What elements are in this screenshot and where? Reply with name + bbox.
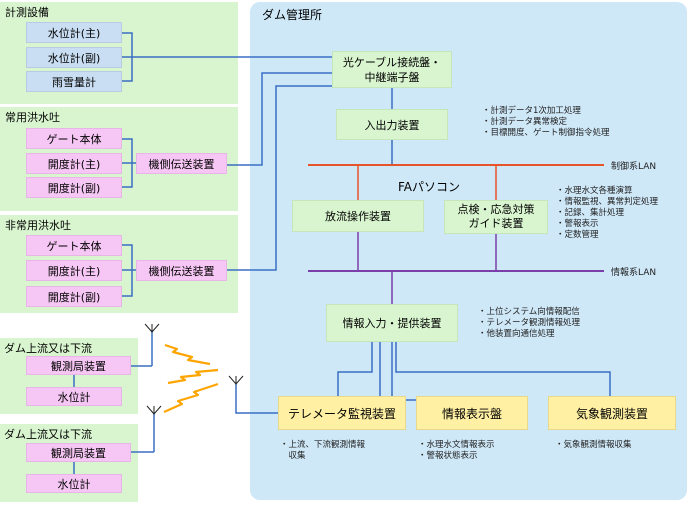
info-notes: ・上位システム向情報配信 ・テレメータ観測情報処理 ・他装置向通信処理 [478, 307, 580, 340]
display-panel: 情報表示盤 [416, 396, 528, 430]
fiber-panel-line2: 中継端子盤 [364, 70, 420, 84]
upstream2-station: 観測局装置 [26, 443, 131, 462]
fa-note-1: ・水理水文各種演算 [556, 186, 633, 196]
io-device: 入出力装置 [336, 109, 448, 140]
group-upstream2-title: ダム上流又は下流 [4, 428, 92, 441]
hijoyo-bracket-line [122, 244, 136, 297]
discharge-device: 放流操作装置 [292, 200, 424, 232]
antenna-icon [228, 375, 244, 385]
fa-note-2: ・情報監視、異常判定処理 [556, 197, 659, 207]
info-note-2: ・テレメータ観測情報処理 [478, 318, 581, 328]
telemeter-note-1: ・上流、下流観測情報 [280, 440, 366, 450]
group-keisoku-title: 計測設備 [5, 6, 49, 19]
io-notes: ・計測データ1次加工処理 ・計測データ異常検定 ・目標開度、ゲート制御指令処理 [482, 106, 610, 139]
fa-note-5: ・定数管理 [556, 230, 599, 240]
upstream2-gauge: 水位計 [26, 474, 122, 493]
fiber-panel: 光ケーブル接続盤・ 中継端子盤 [332, 51, 452, 88]
weather-notes: ・気象観測情報収集 [555, 440, 632, 451]
antenna-to-telemeter-line [235, 384, 278, 414]
group-upstream1-title: ダム上流又は下流 [4, 342, 92, 355]
joyo-device: 機側伝送装置 [136, 153, 227, 174]
keisoku-item-3: 雨雪量計 [26, 71, 122, 92]
joyo-bracket-line [122, 138, 136, 188]
hijoyo-item-3: 開度計(副) [26, 286, 122, 307]
radio-wave-icon [167, 368, 219, 385]
upstream1-gauge: 水位計 [26, 387, 122, 406]
upstream1-station: 観測局装置 [26, 356, 131, 375]
info-io-device: 情報入力・提供装置 [326, 304, 458, 342]
weather-device: 気象観測装置 [548, 396, 676, 430]
info-note-1: ・上位システム向情報配信 [478, 307, 580, 317]
joyo-item-3: 開度計(副) [26, 177, 122, 198]
inspection-line2: ガイド装置 [468, 217, 524, 230]
inspection-line1: 点検・応急対策 [457, 203, 535, 216]
fa-note-4: ・警報表示 [556, 219, 599, 229]
keisoku-bracket-line [122, 32, 133, 82]
inspection-device: 点検・応急対策 ガイド装置 [444, 200, 548, 234]
fa-notes: ・水理水文各種演算 ・情報監視、異常判定処理 ・記録、集計処理 ・警報表示 ・定… [556, 186, 658, 241]
radio-wave-icon [163, 382, 219, 414]
display-note-1: ・水理水文情報表示 [418, 440, 495, 450]
telemeter-notes: ・上流、下流観測情報 収集 [280, 440, 365, 462]
telemeter-note-2: 収集 [280, 451, 306, 461]
infoio-to-weather-line [395, 342, 611, 396]
hijoyo-item-2: 開度計(主) [26, 260, 122, 281]
infoio-display-link [391, 342, 458, 401]
keisoku-item-1: 水位計(主) [26, 22, 122, 43]
info-note-3: ・他装置向通信処理 [478, 329, 555, 339]
joyo-to-fiber-line [227, 72, 332, 166]
hijoyo-to-fiber-line [227, 85, 332, 271]
keisoku-item-2: 水位計(副) [26, 47, 122, 68]
hijoyo-device: 機側伝送装置 [136, 260, 227, 281]
io-note-2: ・計測データ異常検定 [482, 117, 568, 127]
infoio-to-telemeter-line [337, 342, 373, 396]
weather-note-1: ・気象観測情報収集 [555, 440, 632, 450]
joyo-item-1: ゲート本体 [26, 128, 122, 149]
info-lan-label: 情報系LAN [611, 268, 657, 278]
antenna-icon [146, 405, 162, 415]
joyo-item-2: 開度計(主) [26, 153, 122, 174]
fa-pc-label: FAパソコン [398, 180, 461, 194]
display-note-2: ・警報状態表示 [418, 451, 478, 461]
telemeter-device: テレメータ監視装置 [278, 396, 406, 430]
display-notes: ・水理水文情報表示 ・警報状態表示 [418, 440, 495, 462]
fa-note-3: ・記録、集計処理 [556, 208, 625, 218]
control-lan-label: 制御系LAN [611, 162, 657, 172]
radio-wave-icon [164, 343, 211, 366]
fiber-panel-line1: 光ケーブル接続盤・ [342, 55, 442, 69]
dam-office-title: ダム管理所 [262, 8, 323, 22]
io-note-1: ・計測データ1次加工処理 [482, 106, 581, 116]
group-joyo-title: 常用洪水吐 [5, 111, 60, 124]
antenna-icon [144, 323, 160, 333]
group-hijoyo-title: 非常用洪水吐 [5, 219, 71, 232]
io-note-3: ・目標開度、ゲート制御指令処理 [482, 128, 610, 138]
hijoyo-item-1: ゲート本体 [26, 235, 122, 256]
